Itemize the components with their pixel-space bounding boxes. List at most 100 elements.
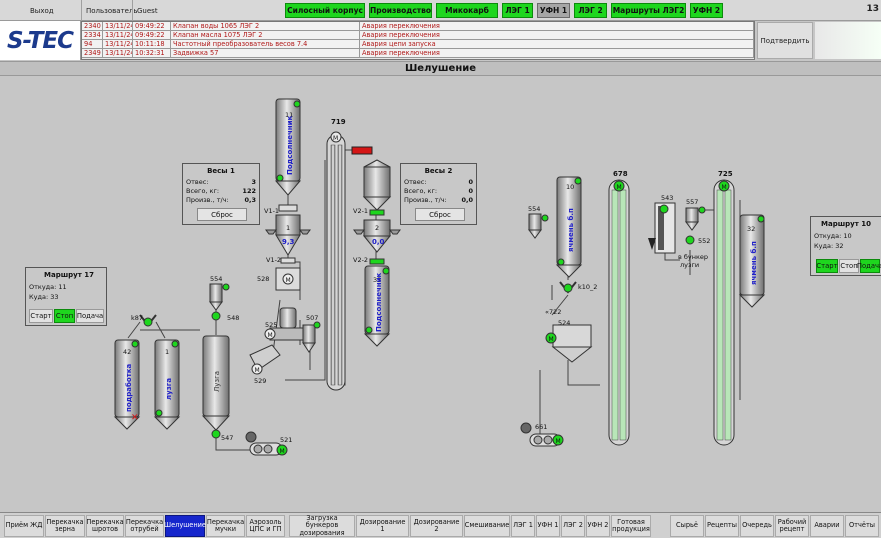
cyclone-554-right[interactable] bbox=[528, 213, 549, 239]
tag-678: 678 bbox=[613, 170, 628, 178]
scale-2-hopper[interactable] bbox=[353, 159, 401, 265]
svg-text:M: M bbox=[268, 332, 273, 339]
valve-548[interactable] bbox=[211, 311, 221, 321]
page-title: Шелушение bbox=[0, 61, 881, 76]
tag-548: 548 bbox=[227, 314, 239, 322]
scale-2-panel: Весы 2 Отвес:0 Всего, кг:0 Произв., т/ч:… bbox=[400, 163, 477, 225]
elevator-719[interactable]: M bbox=[326, 131, 346, 391]
machine-529[interactable]: M bbox=[249, 344, 281, 375]
nav-leg2[interactable]: ЛЭГ 2 bbox=[574, 3, 607, 18]
elevator-678[interactable]: M bbox=[608, 179, 630, 446]
nav-finished-product[interactable]: Готовая продукция bbox=[611, 515, 651, 537]
elevator-725[interactable]: M bbox=[713, 179, 735, 446]
nav-bottom-ufn1[interactable]: УФН 1 bbox=[536, 515, 560, 537]
tag-k10-2: k10_2 bbox=[578, 283, 597, 291]
huller-524[interactable]: M bbox=[545, 324, 593, 363]
valve-547[interactable] bbox=[211, 429, 221, 439]
diverter-k87[interactable] bbox=[127, 314, 166, 339]
nav-ufn2[interactable]: УФН 2 bbox=[690, 3, 723, 18]
cyclone-557[interactable] bbox=[685, 206, 706, 231]
process-diagram: M bbox=[113, 98, 766, 456]
nav-reports[interactable]: Отчёты bbox=[845, 515, 879, 537]
route-17-title: Маршрут 17 bbox=[44, 271, 94, 279]
nav-bottom-leg1[interactable]: ЛЭГ 1 bbox=[511, 515, 535, 537]
tag-v2-1: V2-1 bbox=[353, 207, 368, 215]
bunker-label-1: в бункер bbox=[678, 253, 708, 261]
scale-1-otves-label: Отвес: bbox=[186, 178, 209, 186]
tag-v1-1: V1-1 bbox=[264, 207, 279, 215]
tag-528: 528 bbox=[257, 275, 269, 283]
nav-queue[interactable]: Очередь bbox=[740, 515, 774, 537]
huller-528[interactable]: M bbox=[275, 267, 301, 291]
cyclone-507[interactable] bbox=[302, 321, 321, 353]
confirm-button[interactable]: Подтвердить bbox=[757, 22, 813, 59]
scale-2-reset-button[interactable]: Сброс bbox=[415, 208, 465, 221]
cyclone-554-left[interactable] bbox=[209, 283, 230, 311]
nav-meal-transfer[interactable]: Перекачка шротов bbox=[86, 515, 124, 537]
nav-dosing-2[interactable]: Дозирование 2 bbox=[410, 515, 463, 537]
route-17-start-button[interactable]: Старт bbox=[29, 309, 53, 323]
nav-dosing-1[interactable]: Дозирование 1 bbox=[356, 515, 409, 537]
nav-grain-transfer[interactable]: Перекачка зерна bbox=[45, 515, 85, 537]
silo-10[interactable] bbox=[555, 176, 583, 278]
route-10-start-button[interactable]: Старт bbox=[816, 259, 838, 273]
route-17-to-label: Куда: bbox=[29, 293, 49, 301]
tag-552: 552 bbox=[698, 237, 710, 245]
conveyor-661[interactable]: M bbox=[520, 422, 564, 447]
nav-ufn1[interactable]: УФН 1 bbox=[537, 3, 570, 18]
route-10-stop-button[interactable]: Стоп bbox=[839, 259, 859, 273]
silo-11[interactable] bbox=[274, 98, 302, 196]
nav-alarms[interactable]: Аварии bbox=[810, 515, 844, 537]
route-17-feed-button[interactable]: Подача bbox=[76, 309, 104, 323]
svg-text:M: M bbox=[556, 438, 561, 445]
tag-543: 543 bbox=[661, 194, 673, 202]
red-conveyor-indicator[interactable] bbox=[351, 146, 373, 155]
nav-bottom-ufn2[interactable]: УФН 2 bbox=[586, 515, 610, 537]
nav-production[interactable]: Производство bbox=[369, 3, 432, 18]
nav-mikokarb[interactable]: Микокарб bbox=[436, 3, 498, 18]
scale-2-otves-label: Отвес: bbox=[404, 178, 427, 186]
nav-aerosol[interactable]: Аэрозоль ЦПС и ГП bbox=[246, 515, 285, 537]
silo-32-label: ячмень б.п bbox=[750, 241, 758, 285]
nav-bran-transfer[interactable]: Перекачка отрубей bbox=[125, 515, 164, 537]
route-10-feed-button[interactable]: Подача bbox=[857, 259, 881, 273]
nav-rail-intake[interactable]: Приём ЖД bbox=[4, 515, 44, 537]
nav-recipes[interactable]: Рецепты bbox=[705, 515, 739, 537]
scale-1-hopper[interactable] bbox=[265, 204, 311, 264]
diverter-k10-2[interactable] bbox=[559, 281, 577, 294]
bunker-543[interactable] bbox=[648, 202, 676, 254]
nav-bunker-loading[interactable]: Загрузка бункеров дозирования bbox=[289, 514, 355, 537]
nav-hulling[interactable]: Шелушение bbox=[164, 515, 206, 537]
nav-flour-transfer[interactable]: Перекачка мучки bbox=[206, 515, 245, 537]
silo-luzga[interactable] bbox=[201, 335, 231, 431]
tag-silo-32: 32 bbox=[747, 225, 755, 233]
scale-1-reset-button[interactable]: Сброс bbox=[197, 208, 247, 221]
valve-552[interactable] bbox=[685, 235, 695, 245]
silo-42[interactable]: ✕ bbox=[113, 339, 141, 430]
nav-mixing[interactable]: Смешивание bbox=[464, 515, 510, 537]
silo-32[interactable] bbox=[738, 214, 766, 308]
exit-button[interactable]: Выход bbox=[30, 6, 54, 15]
conveyor-521[interactable]: M bbox=[245, 431, 288, 456]
nav-working-recipe[interactable]: Рабочий рецепт bbox=[775, 515, 809, 537]
route-17-stop-button[interactable]: Стоп bbox=[54, 309, 75, 323]
tag-507: 507 bbox=[306, 314, 318, 322]
route-17-panel: Маршрут 17 Откуда: 11 Куда: 33 Старт Сто… bbox=[25, 267, 107, 326]
nav-leg1[interactable]: ЛЭГ 1 bbox=[502, 3, 533, 18]
silo-33[interactable] bbox=[363, 265, 391, 347]
nav-bottom-leg2[interactable]: ЛЭГ 2 bbox=[561, 515, 585, 537]
tag-725: 725 bbox=[718, 170, 733, 178]
silo-1-luzga[interactable] bbox=[153, 339, 181, 430]
route-10-to-label: Куда: bbox=[814, 242, 834, 250]
nav-raw-material[interactable]: Сырьё bbox=[670, 515, 704, 537]
nav-silo-building[interactable]: Силосный корпус bbox=[285, 3, 365, 18]
tag-525: 525 bbox=[265, 321, 277, 329]
nav-routes-leg2[interactable]: Маршруты ЛЭГ2 bbox=[611, 3, 686, 18]
scale-1-weight: 9,3 bbox=[282, 238, 295, 246]
